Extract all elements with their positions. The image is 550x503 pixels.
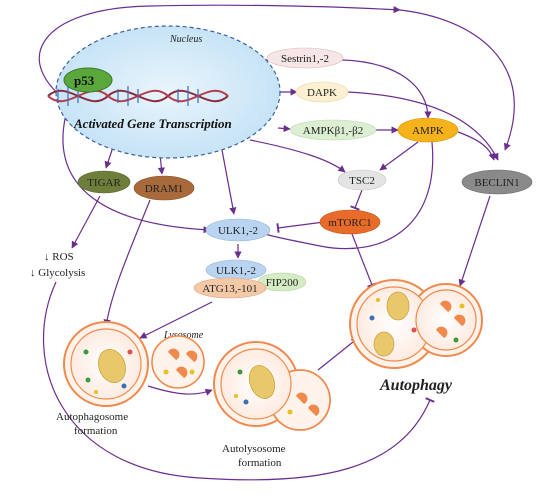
p53-label: p53 xyxy=(74,73,95,88)
autophagosome-label-2: formation xyxy=(74,425,118,437)
ulk-complex: FIP200 ULK1,-2 ATG13,-101 xyxy=(193,259,307,299)
inhibit-glycolysis-autophagy xyxy=(42,281,435,481)
arrow-ampk-to-tsc2 xyxy=(379,141,419,171)
arrow-tigar-to-ros xyxy=(71,195,101,249)
arrow-nucleus-to-ampkbeta xyxy=(277,124,291,133)
fip200-label: FIP200 xyxy=(266,277,299,289)
connectors xyxy=(38,4,515,481)
arrow-autolysosome-to-autophagy xyxy=(317,337,359,371)
node-tsc2: TSC2 xyxy=(337,169,387,191)
p53-protein xyxy=(63,67,113,93)
inhibit-tsc2-mtorc1 xyxy=(350,189,363,211)
sestrin-label: Sestrin1,-2 xyxy=(281,53,329,65)
arrow-nucleus-to-tigar xyxy=(104,149,113,169)
mtorc1-label: mTORC1 xyxy=(328,217,371,229)
atg13-label: ATG13,-101 xyxy=(202,283,257,295)
gene-transcription-label: Activated Gene Transcription xyxy=(73,116,232,131)
arrow-p53-to-beclin1 xyxy=(38,4,401,106)
inhibit-mtorc1-ulk xyxy=(276,221,325,233)
arrow-loop-to-ulk xyxy=(62,99,211,234)
lysosome-label: Lysosome xyxy=(163,330,204,341)
node-ulk-top: ULK1,-2 xyxy=(205,218,271,242)
dna-icon xyxy=(47,86,229,106)
node-dapk: DAPK xyxy=(295,81,349,103)
inhibit-mtorc1-autophagy xyxy=(351,233,377,288)
autophagosome xyxy=(63,321,149,407)
arrow-ampk-to-ulk xyxy=(257,141,434,250)
glycolysis-label: ↓ Glycolysis xyxy=(30,267,85,279)
ros-label: ↓ ROS xyxy=(44,251,74,263)
node-ampk-beta: AMPKβ1,-β2 xyxy=(289,119,377,141)
arrow-nucleus-to-ulk xyxy=(221,149,237,215)
arrow-complex-to-autophagosome xyxy=(139,301,213,339)
beclin1-label: BECLIN1 xyxy=(474,177,519,189)
node-sestrin: Sestrin1,-2 xyxy=(266,47,344,69)
autophagosome-label-1: Autophagosome xyxy=(56,411,128,423)
tsc2-label: TSC2 xyxy=(349,175,375,187)
tigar-label: TIGAR xyxy=(87,177,121,189)
autophagy-label: Autophagy xyxy=(379,377,453,394)
ulk-top-label: ULK1,-2 xyxy=(218,225,258,237)
arrow-sestrin-to-ampk xyxy=(341,59,432,119)
autolysosome-label-2: formation xyxy=(238,457,282,469)
ulk-complex-label: ULK1,-2 xyxy=(216,265,256,277)
arrow-nucleus-to-tsc2 xyxy=(249,139,346,173)
arrow-top-to-beclin1 xyxy=(399,9,515,151)
autolysosome-label-1: Autolysosome xyxy=(222,443,286,455)
node-dram1: DRAM1 xyxy=(133,175,195,201)
autophagy-cell xyxy=(349,279,483,369)
node-mtorc1: mTORC1 xyxy=(319,209,381,235)
arrow-dram1-to-autophagosome xyxy=(103,199,151,327)
node-tigar: TIGAR xyxy=(77,170,131,194)
node-ampk: AMPK xyxy=(397,117,459,143)
node-beclin1: BECLIN1 xyxy=(461,169,533,195)
nucleus-label: Nucleus xyxy=(169,34,202,45)
arrow-autophagosome-to-autolysosome xyxy=(147,385,213,396)
ampk-beta-label: AMPKβ1,-β2 xyxy=(303,125,363,137)
lysosome xyxy=(151,335,205,389)
dapk-label: DAPK xyxy=(307,87,337,99)
dram1-label: DRAM1 xyxy=(145,183,184,195)
autolysosome xyxy=(213,341,331,431)
arrow-beclin1-to-autophagy xyxy=(458,195,491,287)
nucleus: Nucleus p53 Activated Gene Transcription xyxy=(47,25,281,159)
ampk-label: AMPK xyxy=(412,125,444,137)
arrow-dapk-to-beclin1 xyxy=(346,91,499,161)
arrow-ampk-to-beclin1 xyxy=(457,131,496,161)
